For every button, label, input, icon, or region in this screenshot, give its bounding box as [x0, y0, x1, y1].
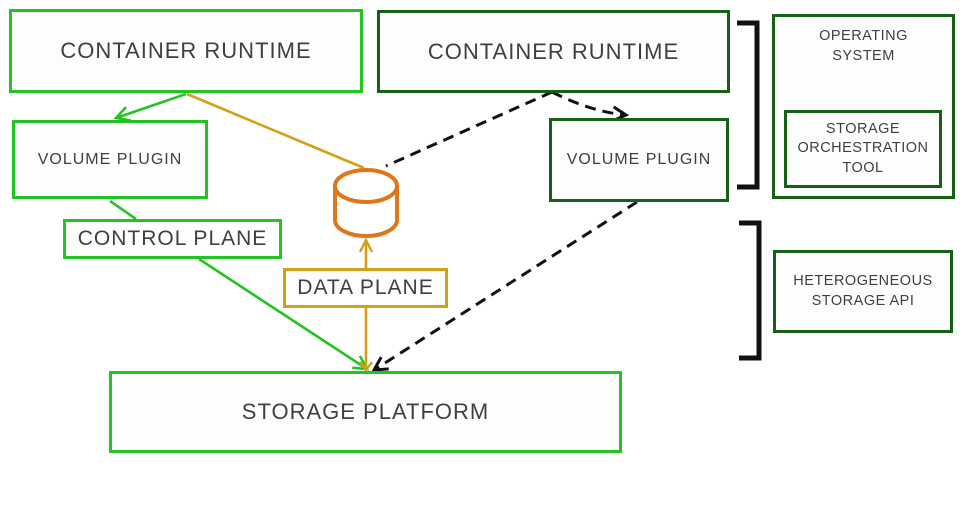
node-volume-plugin-left: VOLUME PLUGIN	[12, 120, 208, 199]
node-label: VOLUME PLUGIN	[37, 150, 183, 168]
edge-runtime-right-to-database	[385, 90, 553, 168]
edge-runtime-right-to-volume-plugin-right	[551, 90, 630, 123]
edge-runtime-to-volume-plugin-left	[113, 92, 187, 122]
node-label: OPERATING SYSTEM	[819, 28, 908, 64]
node-label: CONTROL PLANE	[77, 226, 268, 250]
edge-volume-plugin-right-to-storage-platform	[371, 200, 638, 372]
node-control-plane: CONTROL PLANE	[63, 219, 282, 259]
node-label: STORAGE ORCHESTRATION TOOL	[797, 120, 929, 176]
node-container-runtime-left: CONTAINER RUNTIME	[9, 9, 363, 93]
node-container-runtime-right: CONTAINER RUNTIME	[377, 10, 730, 93]
node-storage-orchestration-tool: STORAGE ORCHESTRATION TOOL	[784, 110, 942, 188]
node-label: VOLUME PLUGIN	[566, 151, 712, 169]
node-label: CONTAINER RUNTIME	[427, 38, 680, 64]
edge-runtime-to-database	[186, 92, 365, 170]
node-label: DATA PLANE	[297, 275, 434, 299]
data-plane-down-arrowhead	[359, 361, 373, 372]
node-data-plane: DATA PLANE	[283, 268, 448, 308]
node-label: CONTAINER RUNTIME	[60, 38, 312, 64]
bracket-operating-system	[737, 20, 760, 190]
node-label: STORAGE PLATFORM	[241, 399, 490, 425]
database-icon	[333, 168, 399, 238]
node-storage-platform: STORAGE PLATFORM	[109, 371, 622, 453]
edge-volume-plugin-to-control-plane	[109, 199, 137, 221]
node-volume-plugin-right: VOLUME PLUGIN	[549, 118, 729, 202]
node-label: HETEROGENEOUS STORAGE API	[793, 272, 933, 309]
node-heterogeneous-storage-api: HETEROGENEOUS STORAGE API	[773, 250, 953, 333]
edge-control-plane-to-storage-platform	[198, 257, 370, 371]
bracket-heterogeneous-storage-api	[739, 220, 762, 361]
